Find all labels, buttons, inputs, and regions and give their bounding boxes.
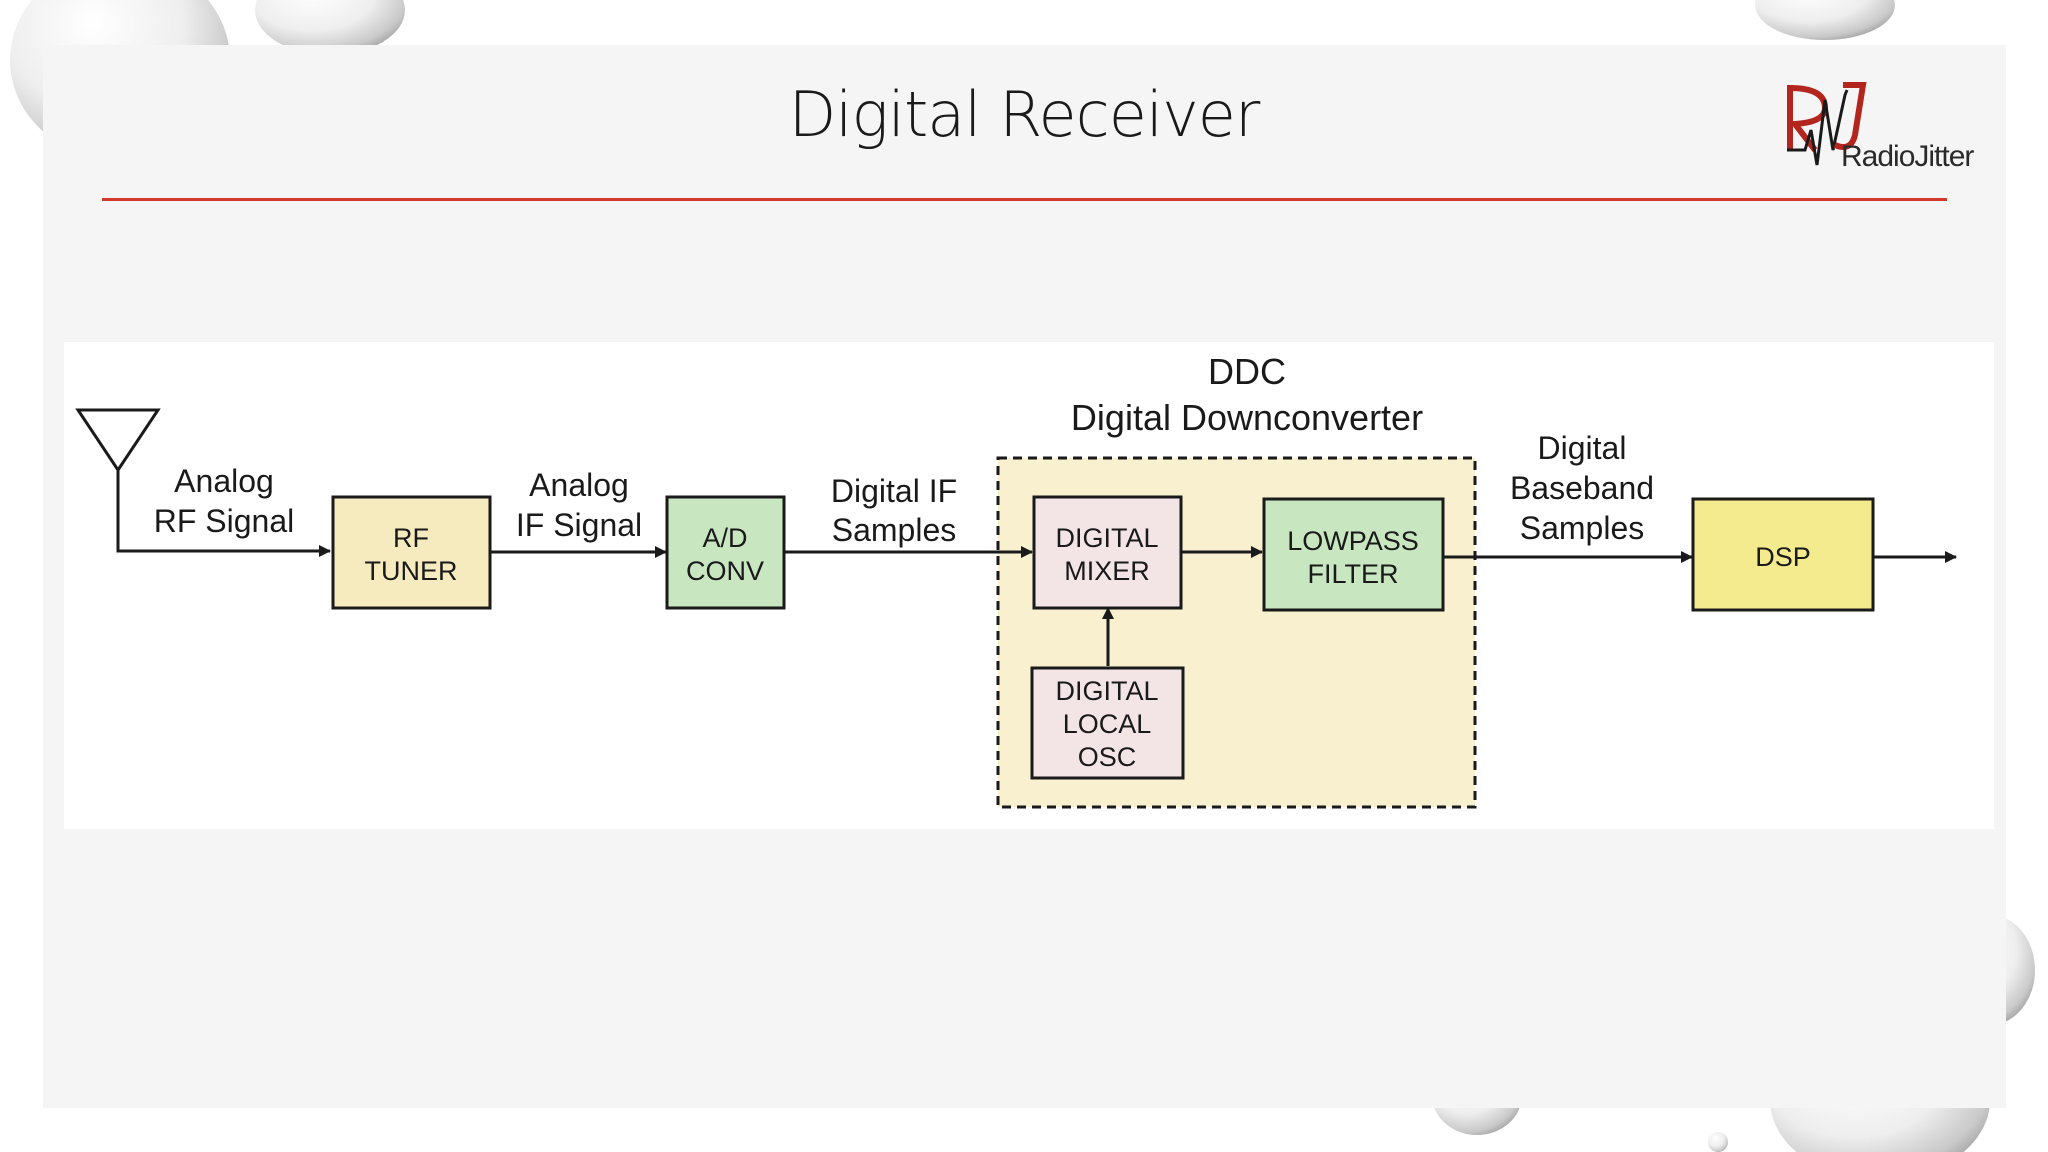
- ad-conv-label-2: CONV: [686, 556, 764, 586]
- rf-tuner-block: RF TUNER: [331, 495, 492, 610]
- digital-local-osc-block: DIGITAL LOCAL OSC: [1030, 666, 1185, 780]
- lowpass-filter-block: LOWPASS FILTER: [1262, 497, 1445, 612]
- digital-mixer-block: DIGITAL MIXER: [1032, 495, 1183, 610]
- analog-if-label-1: Analog: [529, 467, 629, 503]
- analog-if-label-2: IF Signal: [516, 507, 642, 543]
- ad-converter-block: A/D CONV: [665, 495, 786, 610]
- rf-tuner-label-2: TUNER: [365, 556, 458, 586]
- dsp-block: DSP: [1691, 497, 1875, 612]
- baseband-label-2: Baseband: [1510, 470, 1654, 506]
- radiojitter-logo-icon: [1787, 82, 1867, 166]
- ddc-subtitle: Digital Downconverter: [1071, 397, 1423, 438]
- ddc-title: DDC: [1208, 351, 1286, 392]
- ad-conv-label-1: A/D: [702, 523, 747, 553]
- slide-title: Digital Receiver: [788, 78, 1261, 151]
- filter-label-2: FILTER: [1307, 559, 1398, 589]
- analog-rf-label-1: Analog: [174, 463, 274, 499]
- osc-label-3: OSC: [1078, 742, 1137, 772]
- baseband-label-1: Digital: [1538, 430, 1627, 466]
- title-divider: [102, 198, 1947, 201]
- rf-signal-line: [116, 470, 331, 557]
- osc-label-2: LOCAL: [1063, 709, 1152, 739]
- digital-if-label-2: Samples: [832, 512, 957, 548]
- analog-rf-label-2: RF Signal: [154, 503, 295, 539]
- logo-text: RadioJitter: [1841, 140, 1974, 173]
- filter-label-1: LOWPASS: [1287, 526, 1419, 556]
- osc-label-1: DIGITAL: [1055, 676, 1158, 706]
- mixer-label-1: DIGITAL: [1055, 523, 1158, 553]
- digital-if-label-1: Digital IF: [831, 473, 957, 509]
- dsp-label: DSP: [1755, 542, 1811, 572]
- rf-tuner-label-1: RF: [393, 523, 429, 553]
- mixer-label-2: MIXER: [1064, 556, 1150, 586]
- antenna-icon: [75, 408, 161, 473]
- baseband-label-3: Samples: [1520, 510, 1645, 546]
